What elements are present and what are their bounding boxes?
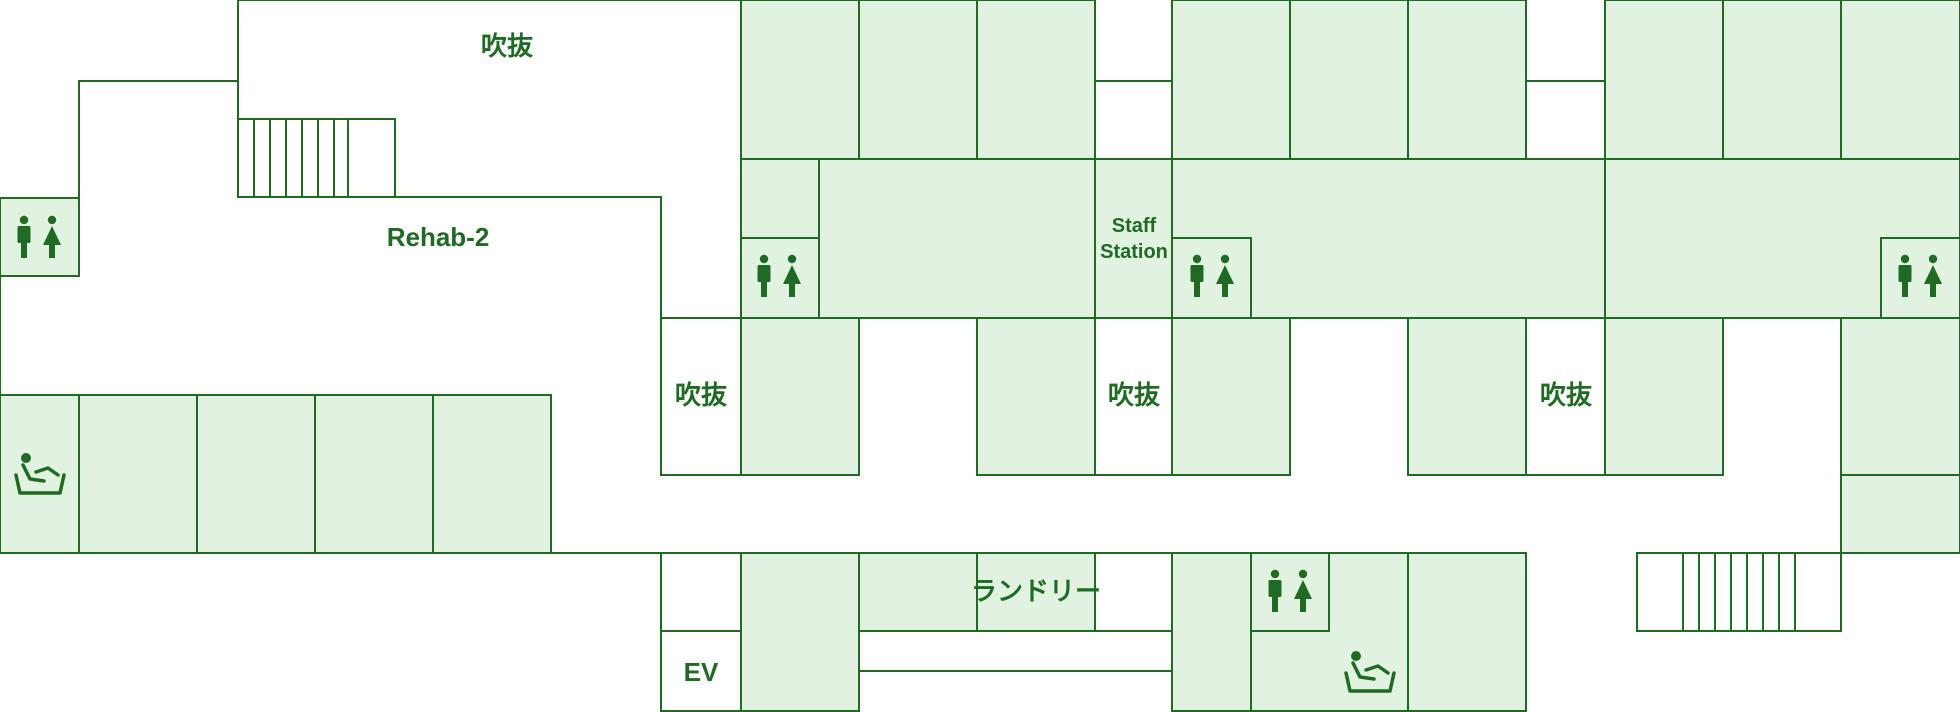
restroom-bottom [1250, 552, 1330, 632]
void-center [1094, 317, 1173, 476]
void-label-center: 吹抜 [1108, 380, 1161, 410]
void-label-top: 吹抜 [481, 31, 534, 61]
room-left-1 [78, 394, 198, 554]
left-room-row [0, 394, 552, 554]
void-label-left: 吹抜 [675, 380, 728, 410]
void-label-right: 吹抜 [1540, 380, 1593, 410]
stairs-bottom-right [1636, 552, 1842, 632]
laundry-label: ランドリー [971, 576, 1101, 606]
room-left-3 [314, 394, 434, 554]
top-room-row [740, 0, 1960, 160]
void-right [1525, 317, 1606, 476]
lower-middle-row [660, 317, 1960, 554]
stairs-top-left [237, 118, 396, 198]
bottom-section [660, 552, 1527, 712]
laundry-room [976, 552, 1096, 632]
elevator [660, 630, 742, 712]
rehab-label: Rehab-2 [387, 222, 490, 252]
bath-room-left [0, 394, 80, 554]
staff-station-label-line1: Staff [1112, 215, 1157, 237]
restroom-right [1880, 237, 1960, 319]
restroom-left[interactable] [0, 197, 80, 277]
room-left-2 [196, 394, 316, 554]
staff-station-label-line2: Station [1100, 241, 1168, 263]
middle-band [740, 158, 1960, 319]
staff-station [1094, 158, 1173, 319]
restroom-center [1171, 237, 1252, 319]
room-left-4 [432, 394, 552, 554]
restroom-center-left [740, 237, 820, 319]
elevator-label: EV [684, 657, 719, 687]
void-left [660, 317, 742, 476]
